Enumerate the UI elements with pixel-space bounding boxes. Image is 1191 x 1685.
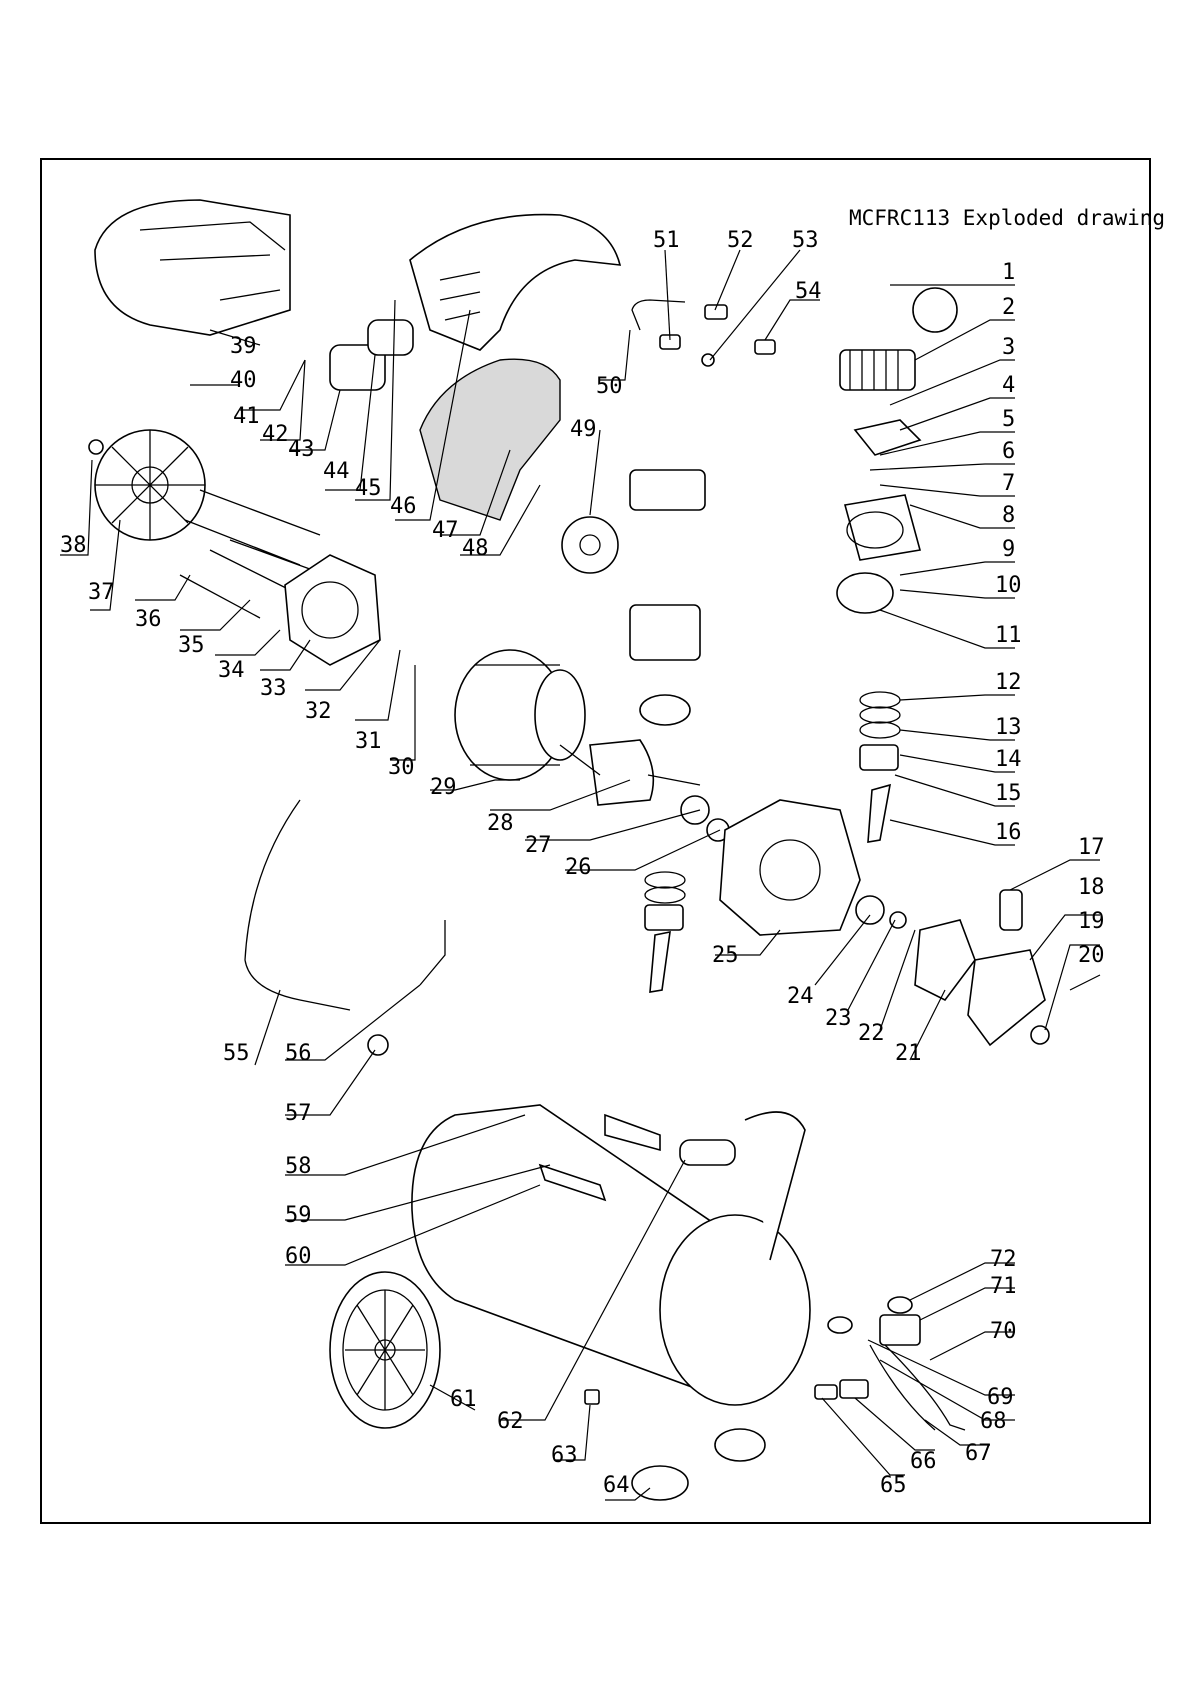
rotor	[590, 740, 653, 805]
callout-39: 39	[230, 334, 257, 359]
callout-28: 28	[487, 811, 514, 836]
callout-6: 6	[1002, 439, 1015, 464]
callout-46: 46	[390, 494, 417, 519]
callout-68: 68	[980, 1409, 1007, 1434]
callout-20: 20	[1078, 943, 1105, 968]
callout-11: 11	[995, 623, 1022, 648]
cylinder	[845, 495, 920, 560]
end-bracket	[285, 555, 380, 665]
callout-71: 71	[990, 1274, 1017, 1299]
callout-22: 22	[858, 1021, 885, 1046]
callout-9: 9	[1002, 537, 1015, 562]
callout-12: 12	[995, 670, 1022, 695]
callout-31: 31	[355, 729, 382, 754]
callout-41: 41	[233, 404, 260, 429]
callout-18: 18	[1078, 875, 1105, 900]
callout-15: 15	[995, 781, 1022, 806]
callout-34: 34	[218, 658, 245, 683]
callout-1: 1	[1002, 260, 1015, 285]
callout-53: 53	[792, 228, 819, 253]
callout-47: 47	[432, 518, 459, 543]
callout-62: 62	[497, 1409, 524, 1434]
callout-45: 45	[355, 476, 382, 501]
callout-5: 5	[1002, 407, 1015, 432]
callout-21: 21	[895, 1041, 922, 1066]
foot-64	[632, 1466, 688, 1500]
callout-58: 58	[285, 1154, 312, 1179]
callout-2: 2	[1002, 295, 1015, 320]
pipe-56	[420, 920, 445, 985]
callout-42: 42	[262, 422, 289, 447]
callout-25: 25	[712, 943, 739, 968]
callout-67: 67	[965, 1441, 992, 1466]
callout-8: 8	[1002, 503, 1015, 528]
callout-56: 56	[285, 1041, 312, 1066]
callout-64: 64	[603, 1473, 630, 1498]
bearing-49	[562, 517, 618, 573]
callout-50: 50	[596, 374, 623, 399]
parts-artwork	[89, 200, 1049, 1500]
callout-33: 33	[260, 676, 287, 701]
callout-16: 16	[995, 820, 1022, 845]
callout-66: 66	[910, 1449, 937, 1474]
drawing-title: MCFRC113 Exploded drawing	[849, 206, 1165, 230]
grip	[680, 1140, 735, 1165]
fan-shroud	[95, 200, 290, 335]
callout-43: 43	[288, 437, 315, 462]
callout-10: 10	[995, 573, 1022, 598]
callout-60: 60	[285, 1244, 312, 1269]
filter-17	[1000, 890, 1022, 930]
callout-57: 57	[285, 1101, 312, 1126]
callout-54: 54	[795, 279, 822, 304]
callout-27: 27	[525, 833, 552, 858]
callout-52: 52	[727, 228, 754, 253]
callout-17: 17	[1078, 835, 1105, 860]
callout-59: 59	[285, 1203, 312, 1228]
callout-14: 14	[995, 747, 1022, 772]
hose-55	[245, 800, 350, 1010]
callout-44: 44	[323, 459, 350, 484]
callout-24: 24	[787, 984, 814, 1009]
crankcase	[720, 800, 860, 935]
callout-63: 63	[551, 1443, 578, 1468]
callout-48: 48	[462, 536, 489, 561]
connecting-rod	[868, 785, 890, 842]
top-cover	[410, 215, 620, 350]
piston	[860, 745, 898, 770]
callout-26: 26	[565, 855, 592, 880]
pipe-50	[632, 300, 685, 330]
callout-51: 51	[653, 228, 680, 253]
callout-29: 29	[430, 775, 457, 800]
callout-38: 38	[60, 533, 87, 558]
callout-32: 32	[305, 699, 332, 724]
callout-40: 40	[230, 368, 257, 393]
callout-30: 30	[388, 755, 415, 780]
callout-36: 36	[135, 607, 162, 632]
callout-37: 37	[88, 580, 115, 605]
capacitor-small	[368, 320, 413, 355]
callout-72: 72	[990, 1247, 1017, 1272]
pressure-switch	[880, 1315, 920, 1345]
callout-69: 69	[987, 1385, 1014, 1410]
callout-13: 13	[995, 715, 1022, 740]
callout-65: 65	[880, 1473, 907, 1498]
cylinder-head	[840, 350, 915, 390]
callout-7: 7	[1002, 471, 1015, 496]
gasket-21	[915, 920, 975, 1000]
valve-plate	[855, 420, 920, 455]
callout-70: 70	[990, 1319, 1017, 1344]
callout-3: 3	[1002, 335, 1015, 360]
callout-61: 61	[450, 1387, 477, 1412]
fan-housing	[420, 359, 560, 520]
callout-55: 55	[223, 1041, 250, 1066]
callout-23: 23	[825, 1006, 852, 1031]
callout-35: 35	[178, 633, 205, 658]
callout-4: 4	[1002, 373, 1015, 398]
callout-49: 49	[570, 417, 597, 442]
callout-19: 19	[1078, 909, 1105, 934]
